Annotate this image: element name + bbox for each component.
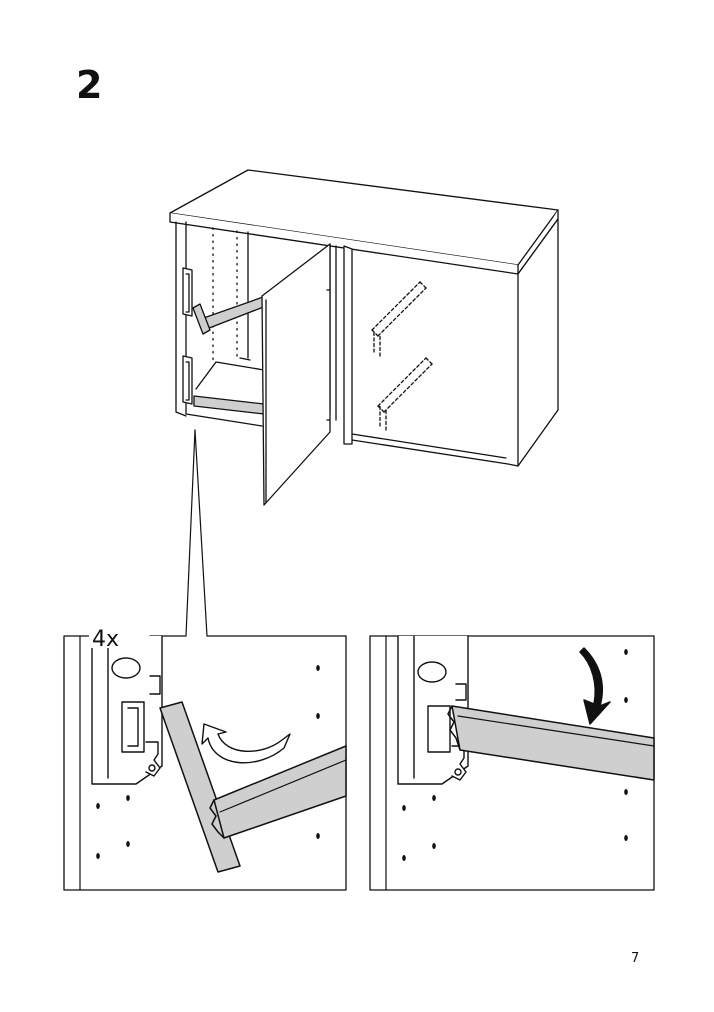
rail-lower <box>193 395 265 415</box>
suspension-rail-left <box>213 745 347 839</box>
callout-leader <box>149 429 347 637</box>
hole-markers <box>402 649 628 861</box>
rotate-arrow-icon <box>201 723 291 764</box>
cabinet-overview <box>169 169 559 506</box>
hidden-rails <box>371 281 433 431</box>
suspension-rail-right <box>451 705 655 781</box>
cabinet-door <box>261 243 331 506</box>
step-number: 2 <box>76 63 103 107</box>
quantity-label: 4x <box>92 627 119 652</box>
cabinet-divider <box>343 245 353 445</box>
hinge-bracket-left <box>91 635 163 785</box>
hinge-upper <box>182 267 193 317</box>
hole-markers <box>96 665 320 859</box>
detail-panel-left: 4x <box>63 626 347 891</box>
page-number: 7 <box>631 951 640 966</box>
rotating-plank <box>159 701 241 873</box>
down-arrow-icon <box>579 647 611 725</box>
hinge-lower <box>182 355 193 405</box>
cabinet-right-side <box>517 218 559 467</box>
detail-panel-right <box>369 635 655 891</box>
